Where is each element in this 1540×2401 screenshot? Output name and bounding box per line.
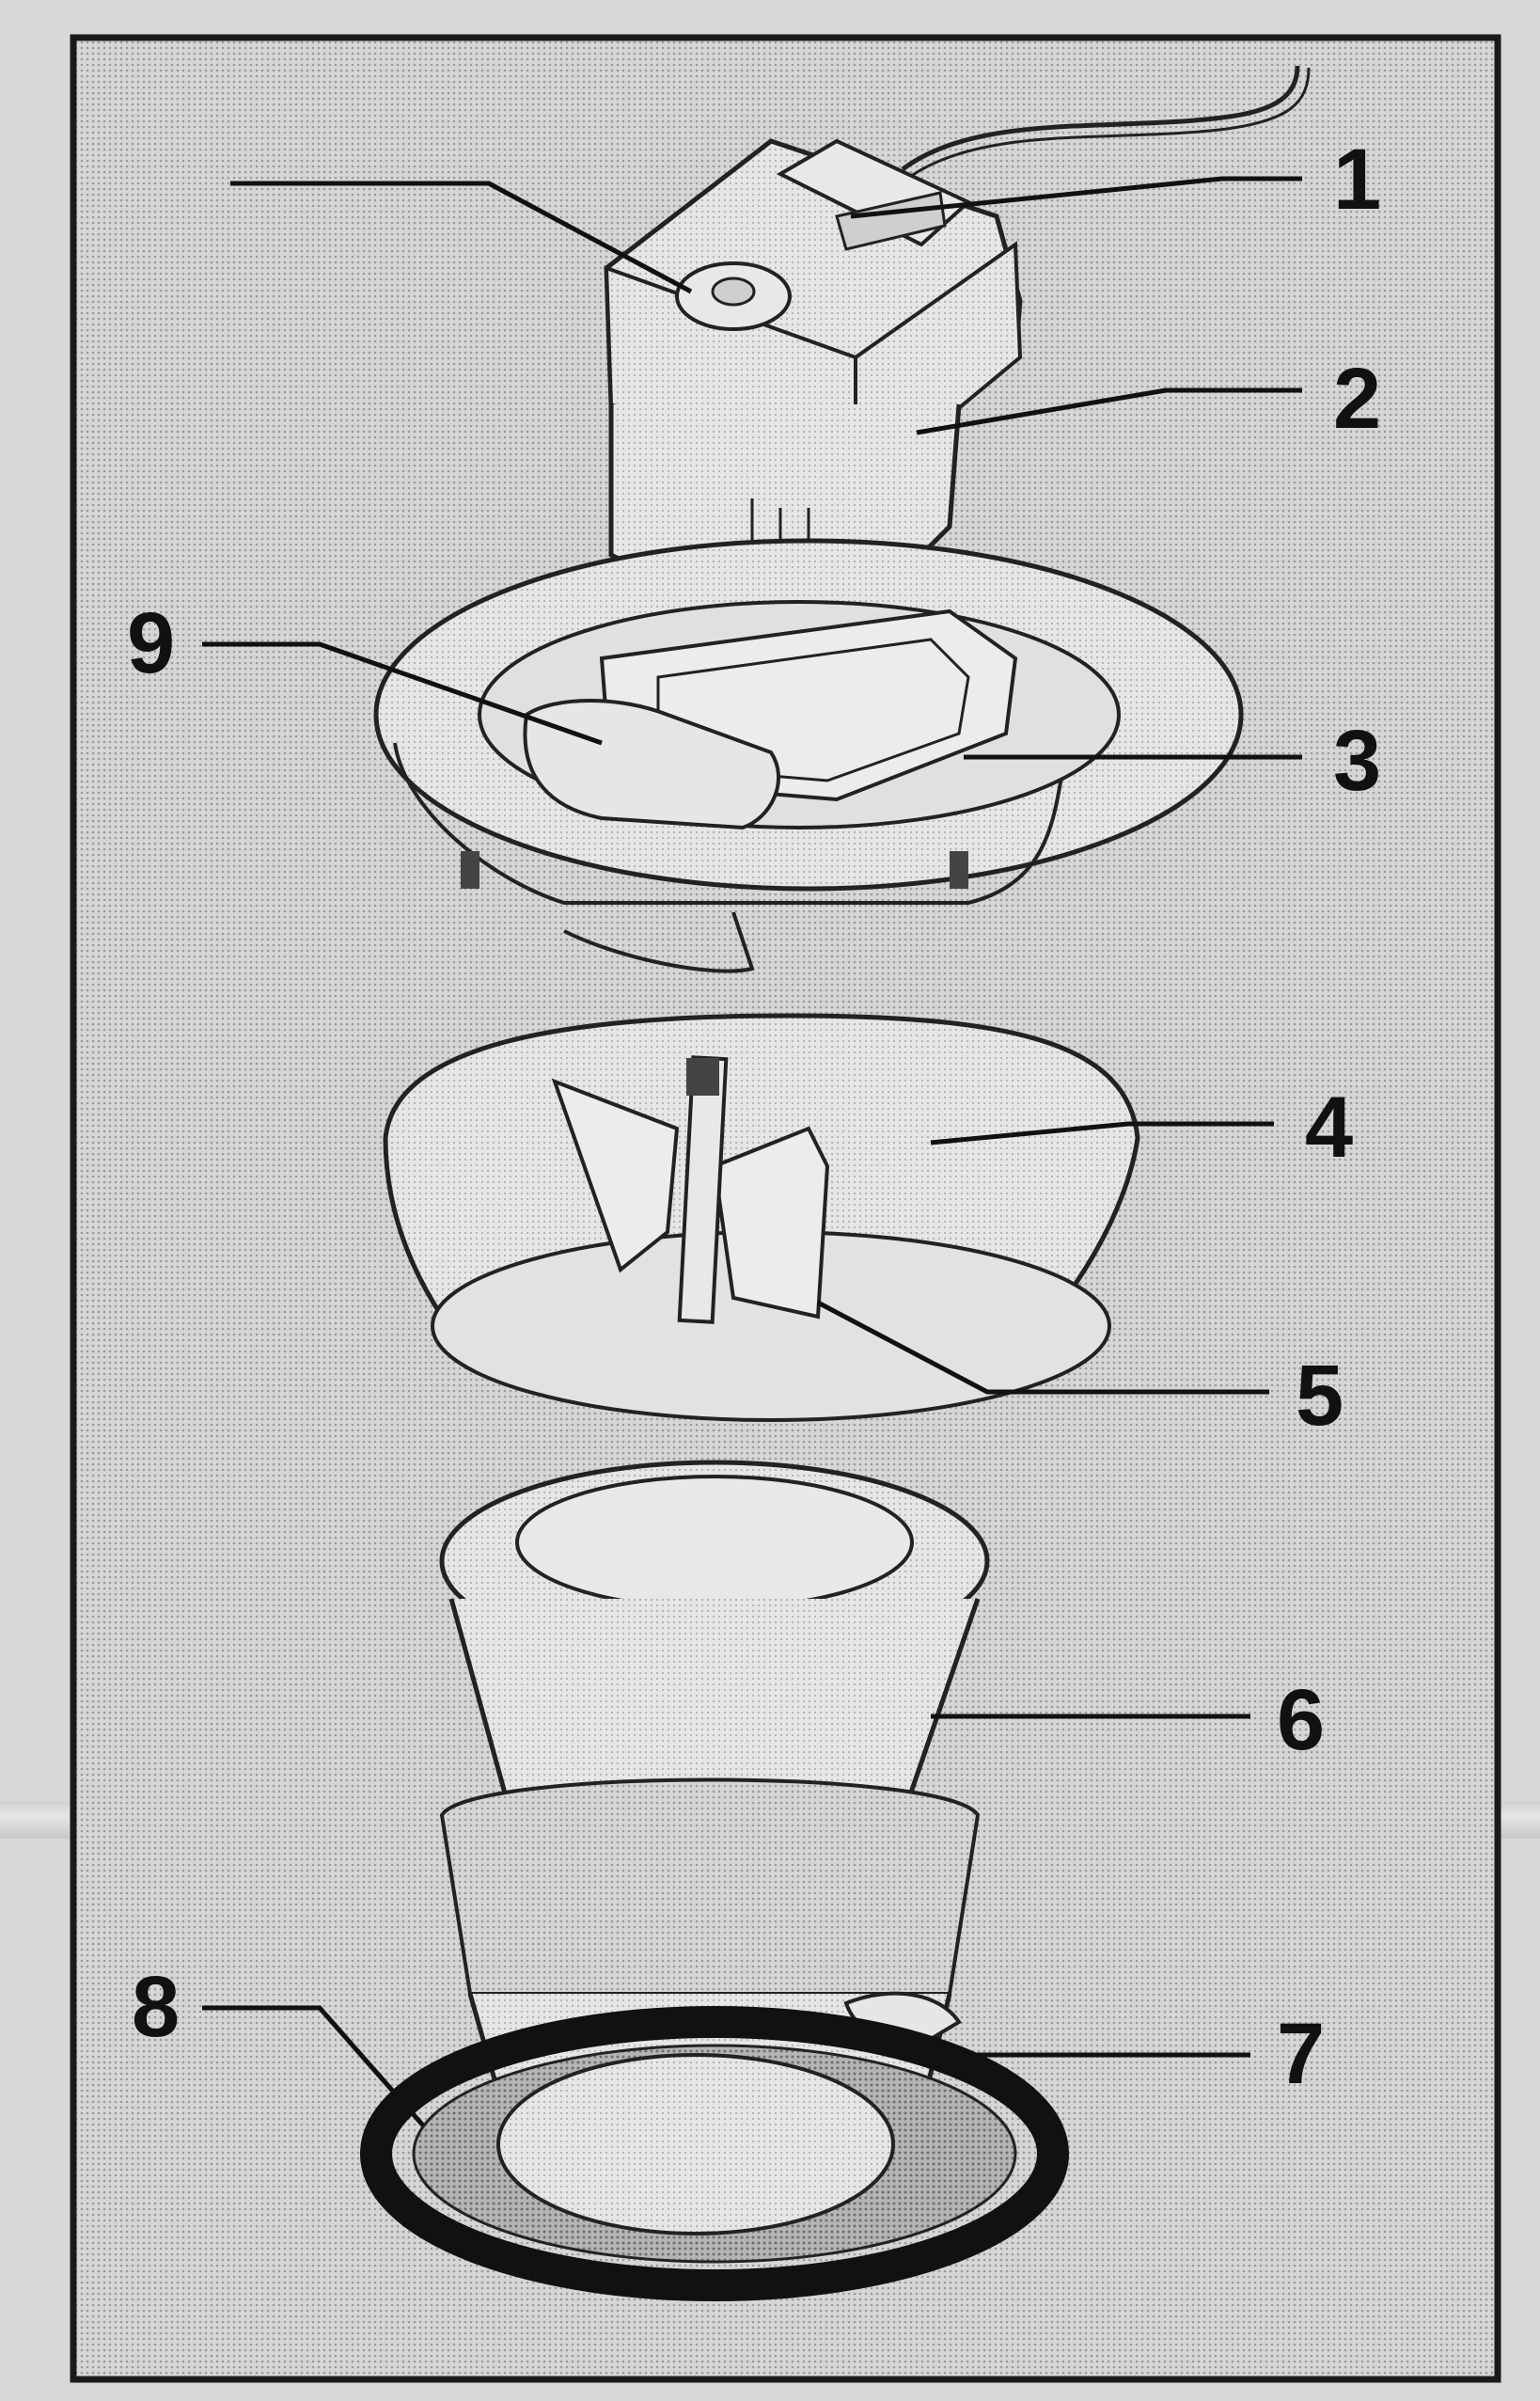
- leader-line-2: [916, 387, 1302, 435]
- lid-with-handle: [373, 538, 1244, 973]
- power-cord: [901, 65, 1300, 172]
- callout-7: 7: [1277, 2006, 1325, 2102]
- callout-6: 6: [1277, 1672, 1325, 1768]
- leader-line-5: [816, 1300, 1269, 1395]
- callout-9: 9: [127, 595, 175, 691]
- callout-8: 8: [132, 1959, 180, 2055]
- callout-2: 2: [1333, 351, 1381, 447]
- leader-line-8: [202, 2005, 425, 2127]
- leader-lines: [202, 176, 1302, 2127]
- callout-1: 1: [1333, 132, 1381, 228]
- callout-3: 3: [1333, 713, 1381, 809]
- leader-line-4: [930, 1121, 1274, 1145]
- leader-line-9: [202, 641, 603, 746]
- chopping-blade: [551, 1055, 830, 1324]
- anti-slip-base-ring: [360, 2006, 1069, 2301]
- leader-line-1: [850, 176, 1302, 219]
- callout-4: 4: [1305, 1080, 1353, 1176]
- callout-5: 5: [1296, 1348, 1344, 1444]
- leader-line-unlabeled: [230, 181, 693, 294]
